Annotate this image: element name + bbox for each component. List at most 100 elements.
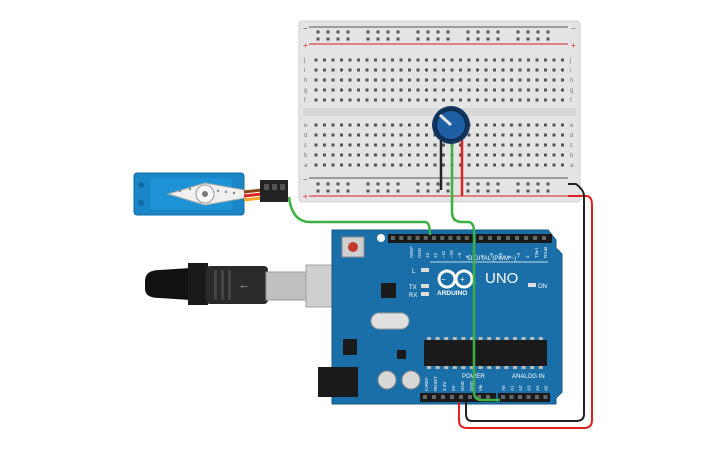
breadboard-hole[interactable] <box>561 68 564 72</box>
breadboard-hole[interactable] <box>484 88 488 92</box>
breadboard-hole[interactable] <box>331 133 335 137</box>
breadboard-hole[interactable] <box>476 78 479 82</box>
header-pin[interactable] <box>501 395 505 399</box>
breadboard-hole[interactable] <box>535 78 539 82</box>
breadboard-hole[interactable] <box>476 143 479 147</box>
terminal-holes[interactable] <box>314 58 565 167</box>
breadboard-hole[interactable] <box>484 78 488 82</box>
breadboard-hole[interactable] <box>535 153 539 157</box>
breadboard-hole[interactable] <box>391 68 394 72</box>
header-pin[interactable] <box>440 236 445 240</box>
breadboard-hole[interactable] <box>348 133 352 137</box>
breadboard-hole[interactable] <box>467 143 471 147</box>
breadboard-hole[interactable] <box>357 153 360 157</box>
breadboard-hole[interactable] <box>314 153 318 157</box>
rail-hole[interactable] <box>486 189 490 193</box>
breadboard-hole[interactable] <box>374 143 377 147</box>
breadboard-hole[interactable] <box>535 98 539 102</box>
breadboard-hole[interactable] <box>484 68 488 72</box>
rail-hole[interactable] <box>346 189 350 193</box>
breadboard-hole[interactable] <box>382 163 386 167</box>
breadboard-hole[interactable] <box>450 98 454 102</box>
breadboard-hole[interactable] <box>399 58 403 62</box>
breadboard-hole[interactable] <box>450 58 454 62</box>
breadboard-hole[interactable] <box>501 68 505 72</box>
breadboard-hole[interactable] <box>442 153 445 157</box>
breadboard-hole[interactable] <box>416 153 420 157</box>
servo-motor[interactable] <box>133 172 288 216</box>
breadboard-hole[interactable] <box>527 98 530 102</box>
breadboard-hole[interactable] <box>484 123 488 127</box>
breadboard-hole[interactable] <box>399 78 403 82</box>
breadboard-hole[interactable] <box>442 98 445 102</box>
breadboard-hole[interactable] <box>493 163 496 167</box>
breadboard-hole[interactable] <box>510 68 513 72</box>
rail-hole[interactable] <box>386 30 390 34</box>
header-pin[interactable] <box>518 395 522 399</box>
rail-hole[interactable] <box>536 30 540 34</box>
breadboard-hole[interactable] <box>544 123 547 127</box>
breadboard-hole[interactable] <box>340 153 343 157</box>
breadboard-hole[interactable] <box>408 78 411 82</box>
breadboard-hole[interactable] <box>323 78 326 82</box>
breadboard-hole[interactable] <box>544 153 547 157</box>
breadboard-hole[interactable] <box>518 143 522 147</box>
rail-hole[interactable] <box>416 182 420 186</box>
breadboard-hole[interactable] <box>552 153 556 157</box>
breadboard-hole[interactable] <box>501 98 505 102</box>
breadboard-hole[interactable] <box>493 78 496 82</box>
rail-hole[interactable] <box>376 30 380 34</box>
rail-hole[interactable] <box>316 182 320 186</box>
rail-hole[interactable] <box>536 37 540 41</box>
breadboard-hole[interactable] <box>484 133 488 137</box>
breadboard-hole[interactable] <box>416 68 420 72</box>
breadboard-hole[interactable] <box>365 133 369 137</box>
breadboard-hole[interactable] <box>331 123 335 127</box>
breadboard-hole[interactable] <box>425 58 428 62</box>
breadboard-hole[interactable] <box>314 98 318 102</box>
header-pin[interactable] <box>526 395 531 399</box>
breadboard-hole[interactable] <box>425 143 428 147</box>
rail-hole[interactable] <box>386 189 390 193</box>
breadboard-hole[interactable] <box>493 153 496 157</box>
breadboard-hole[interactable] <box>331 58 335 62</box>
top-rail-holes[interactable] <box>316 30 550 41</box>
breadboard-hole[interactable] <box>561 163 564 167</box>
rail-hole[interactable] <box>366 182 370 186</box>
breadboard-hole[interactable] <box>391 88 394 92</box>
breadboard-hole[interactable] <box>399 153 403 157</box>
bottom-rail-holes[interactable] <box>316 182 550 193</box>
breadboard-hole[interactable] <box>527 133 530 137</box>
rail-hole[interactable] <box>496 182 500 186</box>
breadboard-hole[interactable] <box>340 133 343 137</box>
breadboard-hole[interactable] <box>416 143 420 147</box>
breadboard-hole[interactable] <box>416 163 420 167</box>
header-pin[interactable] <box>497 236 501 240</box>
rail-hole[interactable] <box>336 30 340 34</box>
breadboard-hole[interactable] <box>357 58 360 62</box>
breadboard-hole[interactable] <box>535 143 539 147</box>
rail-hole[interactable] <box>496 189 500 193</box>
rail-hole[interactable] <box>346 30 350 34</box>
breadboard-hole[interactable] <box>484 143 488 147</box>
breadboard-hole[interactable] <box>365 153 369 157</box>
breadboard-hole[interactable] <box>331 98 335 102</box>
breadboard-hole[interactable] <box>416 78 420 82</box>
breadboard-hole[interactable] <box>527 123 530 127</box>
breadboard-hole[interactable] <box>314 123 318 127</box>
breadboard-hole[interactable] <box>391 133 394 137</box>
breadboard-hole[interactable] <box>314 88 318 92</box>
reset-button-cap[interactable] <box>348 242 358 252</box>
header-pin[interactable] <box>415 236 420 240</box>
servo-connector[interactable] <box>260 180 288 202</box>
breadboard-hole[interactable] <box>357 143 360 147</box>
breadboard-hole[interactable] <box>561 133 564 137</box>
breadboard-hole[interactable] <box>544 68 547 72</box>
breadboard-hole[interactable] <box>323 163 326 167</box>
breadboard-hole[interactable] <box>561 78 564 82</box>
breadboard-hole[interactable] <box>408 88 411 92</box>
rail-hole[interactable] <box>546 182 550 186</box>
breadboard-hole[interactable] <box>459 163 462 167</box>
breadboard-hole[interactable] <box>365 163 369 167</box>
